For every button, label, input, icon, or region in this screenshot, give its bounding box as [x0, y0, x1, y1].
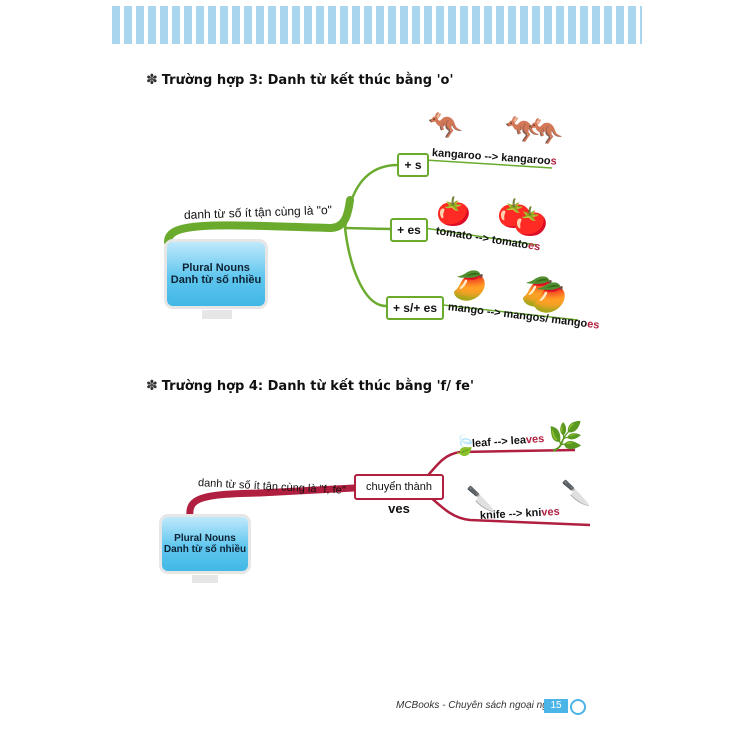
section4-heading: ✽Trường hợp 4: Danh từ kết thúc bằng 'f/…: [146, 378, 474, 394]
flower-icon: ✽: [146, 72, 158, 88]
monitor-stand: [202, 310, 232, 319]
section3-heading-text: Trường hợp 3: Danh từ kết thúc bằng 'o': [161, 73, 454, 88]
tomato-icon: 🍅: [436, 196, 471, 227]
branch-main-4: [186, 484, 358, 521]
flower-icon: ✽: [146, 378, 158, 394]
branch-mid: [344, 226, 391, 231]
center-line1: Plural Nouns: [182, 262, 250, 274]
center-line2: Danh từ số nhiều: [163, 544, 247, 555]
underline-mango: [442, 304, 579, 321]
example-leaf-suffix: ves: [525, 432, 545, 447]
example-mango-suffix: es: [586, 318, 601, 332]
transform-node: chuyển thành ves: [354, 474, 444, 516]
center-line1: Plural Nouns: [174, 533, 236, 544]
kangaroo-icon: 🦘: [505, 114, 540, 145]
section4-center-node: Plural Nouns Danh từ số nhiều: [162, 517, 248, 571]
example-kangaroo-suffix: s: [550, 155, 558, 168]
branch-top: [343, 163, 399, 229]
underline-kangaroo: [424, 159, 553, 169]
transform-prefix: chuyển thành: [365, 481, 433, 493]
leaf-icon: 🌿: [548, 421, 583, 452]
mango-icon: 🥭: [452, 270, 487, 301]
page-number: 15: [544, 699, 568, 713]
example-knife-suffix: ves: [541, 505, 561, 519]
example-tomato-suffix: es: [527, 239, 542, 254]
knife-icon: 🔪: [466, 486, 496, 513]
center-line2: Danh từ số nhiều: [170, 274, 262, 286]
mango-icon: 🥭: [532, 282, 567, 313]
page-circle-icon: [570, 699, 586, 715]
footer-publisher: MCBooks - Chuyên sách ngoại ngữ: [396, 700, 555, 711]
leaf-icon: 🍃: [452, 435, 477, 457]
tomato-icon: 🍅: [497, 198, 532, 229]
header-stripes: [112, 6, 642, 44]
section3-heading: ✽Trường hợp 3: Danh từ kết thúc bằng 'o': [146, 72, 453, 88]
mango-icon: 🥭: [521, 276, 556, 307]
rule-plus-s: + s: [397, 153, 429, 177]
section3-center-node: Plural Nouns Danh từ số nhiều: [167, 242, 265, 306]
branch-bottom: [343, 227, 387, 308]
rule-plus-s-es: + s/+ es: [386, 296, 444, 320]
monitor-stand: [192, 575, 218, 583]
knife-icon: 🔪: [561, 480, 591, 507]
transform-bold: ves: [388, 501, 410, 516]
kangaroo-icon: 🦘: [428, 110, 463, 141]
section4-heading-text: Trường hợp 4: Danh từ kết thúc bằng 'f/ …: [161, 379, 474, 394]
underline-tomato: [423, 227, 538, 246]
tomato-icon: 🍅: [513, 206, 548, 237]
rule-plus-es: + es: [390, 218, 428, 242]
kangaroo-icon: 🦘: [528, 116, 563, 147]
